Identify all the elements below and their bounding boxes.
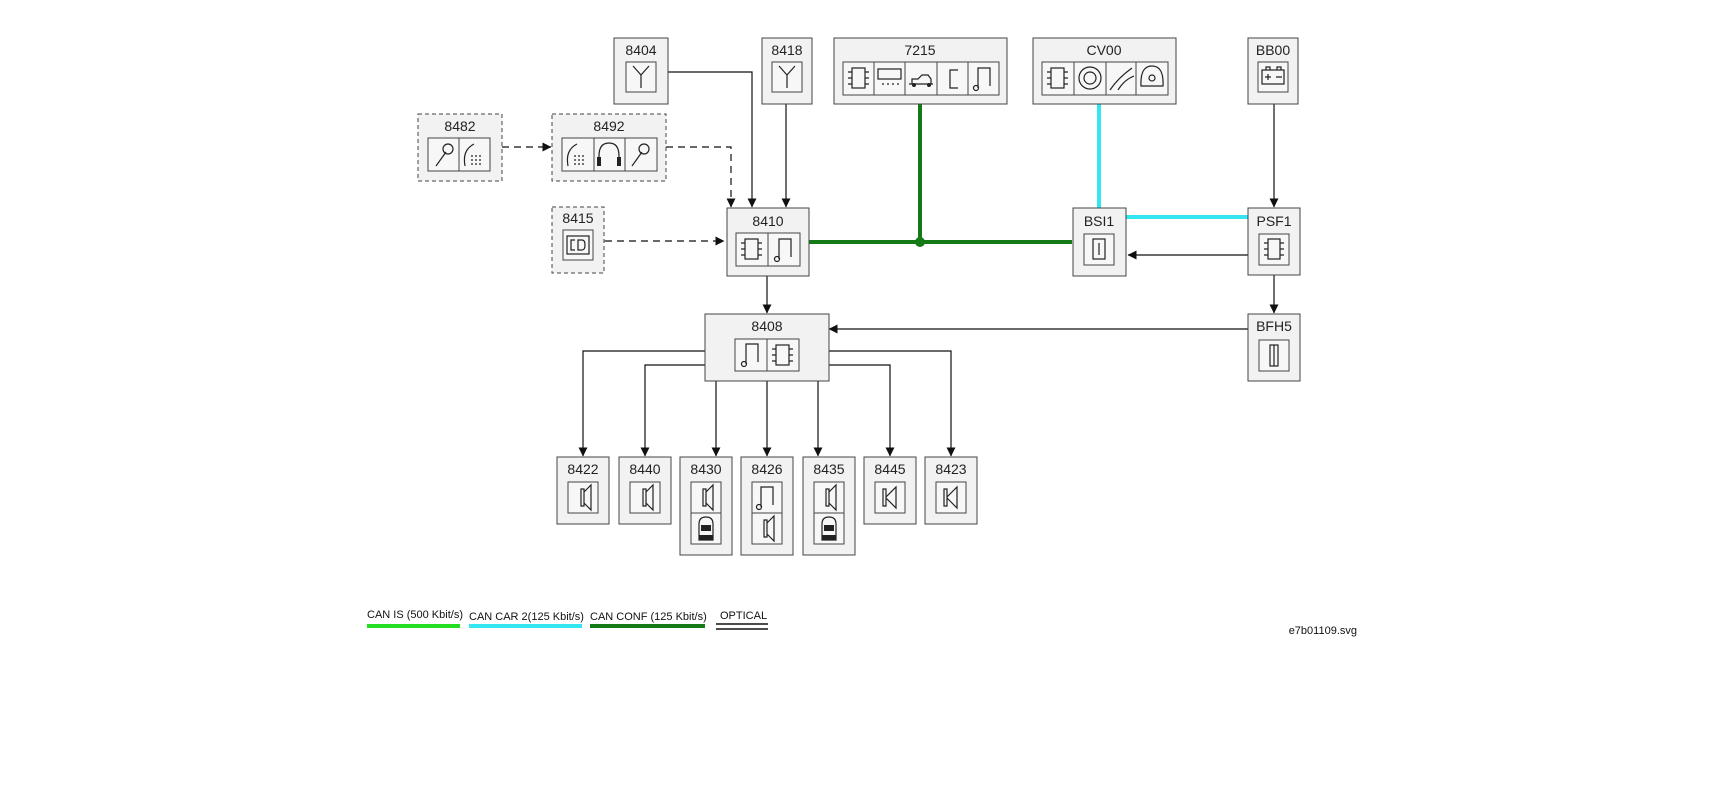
can-conf-bus — [809, 104, 1072, 247]
node-8426: 8426 — [740, 456, 794, 556]
node-label: 8440 — [629, 461, 660, 477]
node-8482: 8482 — [417, 113, 503, 182]
node-label: 8482 — [444, 118, 475, 134]
speaker-icon — [580, 483, 592, 512]
microphone-icon — [631, 143, 650, 167]
node-bsi1: BSI1 — [1072, 207, 1127, 277]
node-label: BSI1 — [1084, 213, 1115, 229]
legend: CAN IS (500 Kbit/s) CAN CAR 2(125 Kbit/s… — [367, 609, 768, 630]
tweeter-icon — [882, 485, 897, 510]
music-note-icon — [755, 486, 774, 511]
battery-icon — [1261, 66, 1285, 85]
node-8492: 8492 — [551, 113, 667, 182]
node-8435: 8435 — [802, 456, 856, 556]
ecu-icon — [1092, 238, 1106, 260]
legend-item-can-car2: CAN CAR 2(125 Kbit/s) — [469, 611, 584, 628]
legend-item-optical: OPTICAL — [716, 610, 768, 630]
phone-keypad-icon — [463, 143, 481, 167]
file-name: e7b01109.svg — [1289, 625, 1357, 637]
speaker-icon — [825, 483, 837, 512]
phone-keypad-icon — [566, 143, 584, 167]
node-label: 8435 — [813, 461, 844, 477]
node-8440: 8440 — [618, 456, 672, 525]
node-psf1: PSF1 — [1247, 207, 1301, 276]
node-8423: 8423 — [924, 456, 978, 525]
node-label: 8410 — [752, 213, 783, 229]
node-8430: 8430 — [679, 456, 733, 556]
node-label: 8423 — [935, 461, 966, 477]
steering-wheel-icon — [1140, 65, 1164, 87]
ecu-icon — [741, 238, 762, 260]
music-note-icon — [972, 67, 991, 92]
node-label: 8492 — [593, 118, 624, 134]
legend-item-can-is: CAN IS (500 Kbit/s) — [367, 609, 463, 628]
node-cv00: CV00 — [1032, 37, 1177, 105]
legend-label: CAN CAR 2(125 Kbit/s) — [469, 611, 584, 623]
node-label: 8415 — [562, 210, 593, 226]
node-bfh5: BFH5 — [1247, 313, 1301, 382]
node-label: 8404 — [625, 42, 656, 58]
headphones-icon — [597, 142, 621, 166]
ecu-icon — [772, 344, 793, 366]
music-note-icon — [773, 238, 792, 263]
can-car2-bus — [1097, 104, 1248, 219]
node-8415: 8415 — [551, 206, 605, 274]
speaker-icon — [642, 483, 654, 512]
node-label: CV00 — [1086, 42, 1121, 58]
node-label: 8418 — [771, 42, 802, 58]
road-icon — [1109, 67, 1135, 91]
display-icon — [877, 68, 902, 85]
node-8422: 8422 — [556, 456, 610, 525]
node-label: BFH5 — [1256, 318, 1292, 334]
antenna-icon — [632, 65, 650, 88]
cd-player-icon — [566, 235, 590, 255]
node-8418: 8418 — [761, 37, 813, 105]
node-label: 8408 — [751, 318, 782, 334]
bracket-icon — [949, 69, 958, 89]
node-label: 8426 — [751, 461, 782, 477]
legend-label: CAN IS (500 Kbit/s) — [367, 609, 463, 621]
microphone-icon — [435, 143, 454, 167]
node-label: 8422 — [567, 461, 598, 477]
node-label: PSF1 — [1256, 213, 1291, 229]
car-location-icon — [698, 516, 714, 541]
tweeter-icon — [943, 485, 958, 510]
fuse-icon — [1269, 344, 1279, 367]
vehicle-icon — [909, 74, 933, 87]
ecu-icon — [848, 67, 869, 89]
music-note-icon — [740, 343, 759, 368]
node-7215: 7215 — [833, 37, 1008, 105]
connections — [502, 71, 1279, 457]
antenna-icon — [778, 65, 796, 88]
speaker-icon — [763, 514, 775, 543]
ecu-icon — [1264, 238, 1284, 260]
legend-label: OPTICAL — [720, 610, 767, 622]
node-8408: 8408 — [704, 313, 830, 382]
node-8445: 8445 — [863, 456, 917, 525]
car-location-icon — [821, 516, 837, 541]
switch-dial-icon — [1078, 66, 1102, 90]
node-bb00: BB00 — [1247, 37, 1299, 105]
legend-item-can-conf: CAN CONF (125 Kbit/s) — [590, 611, 707, 628]
speaker-icon — [702, 483, 714, 512]
node-8410: 8410 — [726, 207, 810, 277]
legend-label: CAN CONF (125 Kbit/s) — [590, 611, 707, 623]
node-label: 8430 — [690, 461, 721, 477]
node-label: 7215 — [904, 42, 935, 58]
node-label: BB00 — [1256, 42, 1290, 58]
ecu-icon — [1047, 67, 1068, 89]
node-label: 8445 — [874, 461, 905, 477]
node-8404: 8404 — [613, 37, 669, 105]
